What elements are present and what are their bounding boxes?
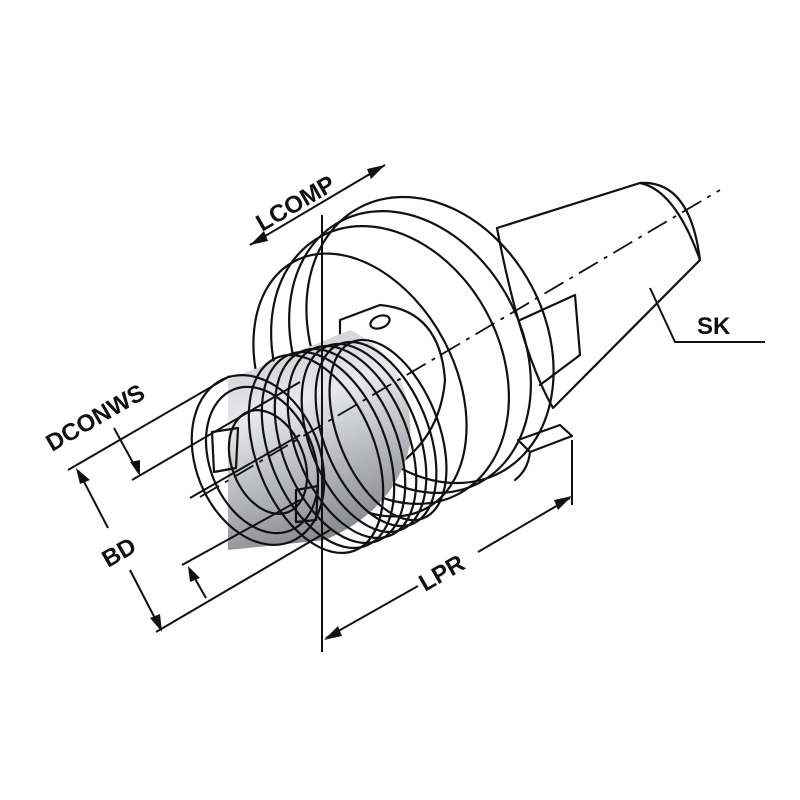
arrowhead-icon bbox=[250, 231, 268, 245]
label-lcomp: LCOMP bbox=[252, 170, 341, 237]
label-sk: SK bbox=[697, 313, 731, 340]
label-lpr: LPR bbox=[415, 550, 470, 597]
arrowhead-icon bbox=[324, 626, 342, 640]
label-dconws: DCONWS bbox=[42, 379, 150, 457]
center-axis bbox=[199, 189, 721, 498]
flange bbox=[270, 195, 574, 505]
arrowhead-icon bbox=[188, 566, 200, 582]
sk-leader: SK bbox=[649, 287, 765, 343]
arrowhead-icon bbox=[76, 468, 90, 484]
arrowhead-icon bbox=[554, 496, 572, 510]
drive-slot-right bbox=[294, 484, 320, 524]
arrowhead-icon bbox=[130, 460, 140, 476]
label-bd: BD bbox=[98, 532, 142, 573]
coolant-hole bbox=[369, 314, 391, 330]
taper-shank bbox=[495, 181, 702, 410]
drive-slot-left bbox=[210, 426, 240, 474]
arrowhead-icon bbox=[150, 614, 162, 632]
arrowhead-icon bbox=[367, 165, 385, 179]
